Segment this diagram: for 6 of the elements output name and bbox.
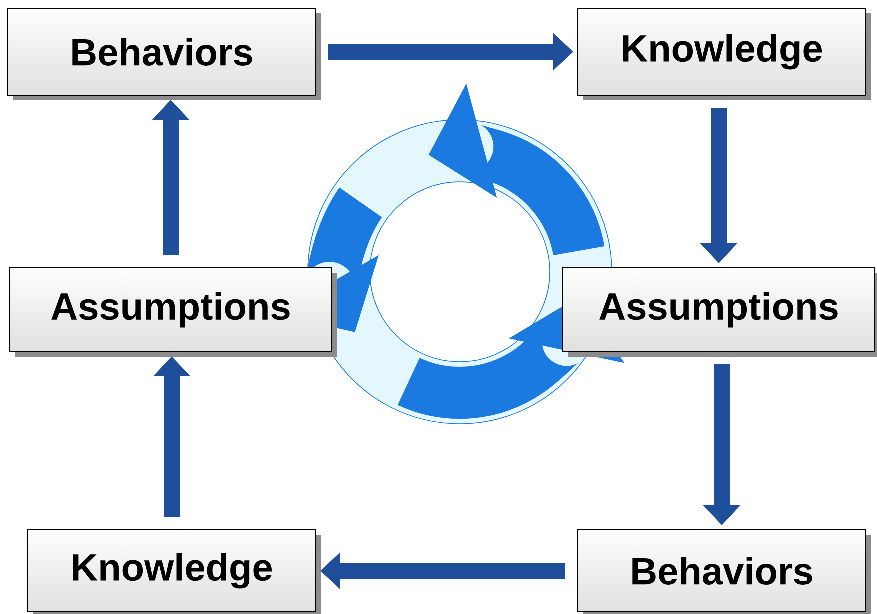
- label-box: Behaviors: [578, 530, 871, 614]
- label-box: Behaviors: [8, 8, 321, 100]
- label-box: Assumptions: [10, 268, 337, 357]
- label-box: Assumptions: [562, 268, 877, 357]
- label-box: Knowledge: [578, 8, 871, 100]
- label-box: Knowledge: [28, 530, 321, 614]
